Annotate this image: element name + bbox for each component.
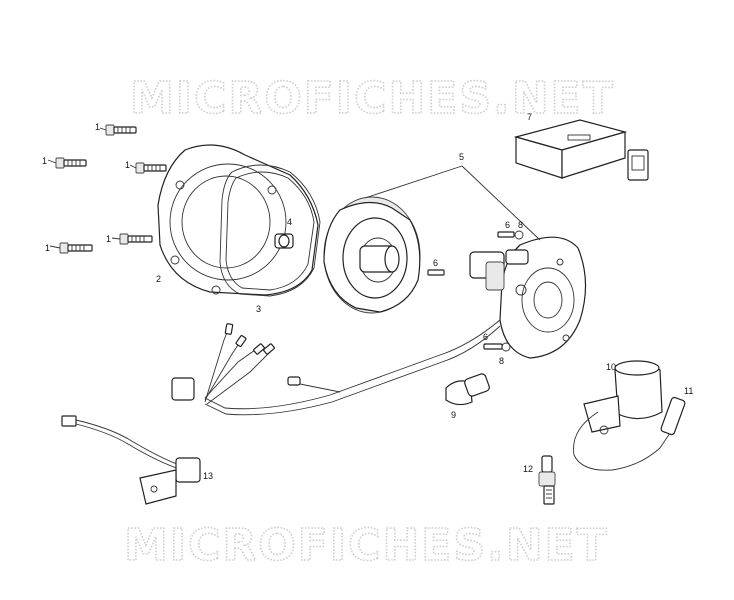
voltage-regulator: [61, 415, 201, 505]
callout-6: 6: [505, 220, 510, 230]
flywheel-cover: [157, 144, 319, 296]
callout-8: 8: [518, 220, 523, 230]
screw-1d: [59, 242, 93, 254]
spark-plug: [538, 455, 556, 505]
cdi-unit: [513, 119, 649, 181]
callout-11: 11: [684, 386, 693, 396]
callout-5: 5: [459, 152, 464, 162]
callout-6: 6: [483, 332, 488, 342]
callout-6: 6: [433, 258, 438, 268]
bushing: [274, 233, 294, 249]
callout-1: 1: [95, 122, 100, 132]
spark-plug-cap: [660, 396, 686, 436]
hv-lead: [573, 411, 673, 471]
callout-12: 12: [523, 464, 533, 474]
callout-1: 1: [42, 156, 47, 166]
washer-8a: [514, 230, 524, 240]
callout-1: 1: [125, 160, 130, 170]
ignition-coil: [583, 360, 663, 435]
watermark-bottom: MICROFICHES.NET: [124, 520, 609, 571]
screw-1e: [119, 233, 153, 245]
screw-6a: [497, 231, 515, 238]
flywheel-rotor: [323, 196, 421, 314]
wiring-harness: [171, 319, 501, 416]
callout-2: 2: [156, 274, 161, 284]
callout-9: 9: [451, 410, 456, 420]
screw-1c: [135, 162, 167, 174]
callout-3: 3: [256, 304, 261, 314]
callout-7: 7: [527, 112, 532, 122]
leader-lines: [47, 127, 541, 249]
callout-1: 1: [45, 243, 50, 253]
callout-13: 13: [203, 471, 213, 481]
callout-1: 1: [106, 234, 111, 244]
washer-8b: [501, 342, 511, 352]
screw-6c: [483, 343, 503, 350]
screw-1a: [105, 124, 137, 136]
callout-8: 8: [499, 356, 504, 366]
callout-10: 10: [606, 362, 616, 372]
cover-gasket: [219, 164, 321, 297]
callout-4: 4: [287, 217, 292, 227]
watermark-top: MICROFICHES.NET: [130, 73, 615, 124]
stator-plate: [469, 236, 587, 359]
screw-1b: [55, 157, 87, 169]
screw-6b: [427, 269, 445, 276]
pickup-sensor: [445, 373, 490, 406]
